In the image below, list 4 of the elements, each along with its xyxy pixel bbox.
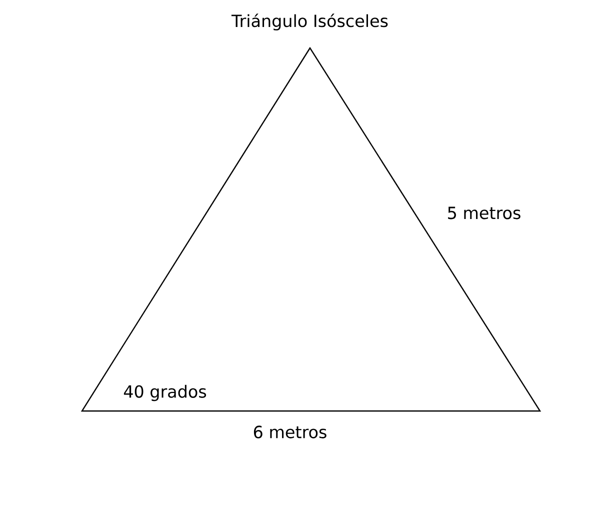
title: Triángulo Isósceles <box>231 14 388 30</box>
dimension-label: 40 grados <box>121 383 209 403</box>
dimension-label: 6 metros <box>251 424 329 440</box>
dimension-label: 5 metros <box>445 205 523 221</box>
